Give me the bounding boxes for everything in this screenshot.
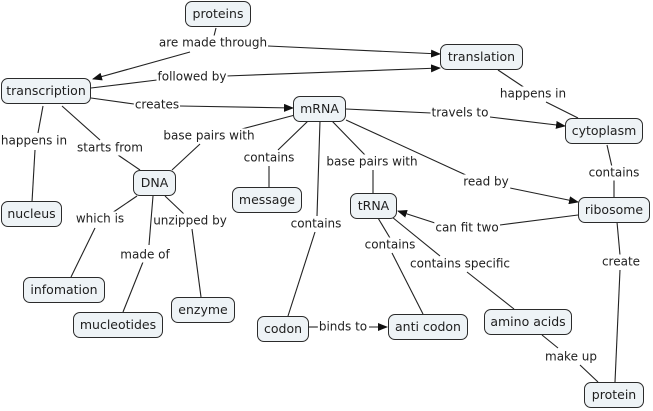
node-enzyme[interactable]: enzyme <box>171 297 235 323</box>
line-amt-transcription <box>92 51 191 81</box>
link-label-contains-ribosome: contains <box>587 165 641 181</box>
node-nucleus[interactable]: nucleus <box>1 201 62 227</box>
link-label-travels-to: travels to <box>430 105 490 121</box>
node-trna[interactable]: tRNA <box>350 193 397 219</box>
line-canfittwo-trna <box>397 209 436 224</box>
link-label-base-pairs-with-dna: base pairs with <box>162 128 256 144</box>
link-label-creates: creates <box>133 97 181 113</box>
line-mrna-contains1 <box>277 120 309 151</box>
line-dna-madeof <box>148 195 154 246</box>
line-transcription-happensin <box>37 105 44 134</box>
line-amt-translation <box>267 45 441 58</box>
line-transcription-creates <box>90 97 135 105</box>
link-label-happens-in-cytoplasm: happens in <box>498 86 568 102</box>
line-dna-whichis <box>111 195 138 214</box>
link-label-create: create <box>600 254 642 270</box>
node-protein[interactable]: protein <box>584 382 644 408</box>
link-label-can-fit-two: can fit two <box>434 220 500 236</box>
line-followedby-translation <box>225 64 441 77</box>
node-transcription[interactable]: transcription <box>1 78 91 104</box>
line-happensin-cytoplasm <box>545 101 579 119</box>
line-mrna-bpw2 <box>331 120 366 156</box>
line-transcription-followedby <box>90 79 158 89</box>
line-madeof-mucleotides <box>122 261 144 313</box>
link-label-happens-in-nucleus: happens in <box>0 133 69 149</box>
link-label-made-of: made of <box>119 247 171 263</box>
link-label-make-up: make up <box>544 349 598 365</box>
line-creates-mrna <box>179 103 294 112</box>
link-label-unzipped-by: unzipped by <box>152 213 228 229</box>
link-label-contains-specific: contains specific <box>409 256 511 272</box>
node-mrna[interactable]: mRNA <box>293 96 346 122</box>
line-travelsto-cytoplasm <box>489 116 566 129</box>
link-label-contains-anticodon: contains <box>363 237 417 253</box>
line-contains3-codon <box>287 231 316 317</box>
line-readby-ribosome <box>509 187 579 205</box>
link-label-contains-message: contains <box>242 150 296 166</box>
line-create-protein <box>614 269 621 383</box>
node-amino-acids[interactable]: amino acids <box>484 309 572 335</box>
line-ribosome-canfittwo <box>499 214 579 226</box>
link-label-read-by: read by <box>462 174 510 190</box>
line-containsspecific-aminoacids <box>466 271 515 310</box>
line-cytoplasm-contains2 <box>606 144 613 168</box>
line-ribosome-create <box>616 221 621 256</box>
node-ribosome[interactable]: ribosome <box>578 197 650 223</box>
line-makeup-protein <box>579 364 599 383</box>
node-cytoplasm[interactable]: cytoplasm <box>565 118 643 144</box>
link-label-contains-codon: contains <box>289 216 343 232</box>
node-mucleotides[interactable]: mucleotides <box>73 312 163 338</box>
node-anti-codon[interactable]: anti codon <box>388 314 468 340</box>
node-codon[interactable]: codon <box>257 316 309 342</box>
node-infomation[interactable]: infomation <box>23 277 105 303</box>
node-dna[interactable]: DNA <box>133 170 176 196</box>
line-mrna-travelsto <box>345 108 432 114</box>
line-mrna-bpw1 <box>237 114 296 131</box>
line-dna-unzippedby <box>164 195 186 216</box>
node-proteins[interactable]: proteins <box>185 1 251 27</box>
line-translation-happensin <box>497 69 526 89</box>
line-aminoacids-makeup <box>541 334 559 349</box>
line-mrna-readby <box>345 119 469 177</box>
node-message[interactable]: message <box>232 187 302 213</box>
link-label-base-pairs-with-trna: base pairs with <box>325 154 419 170</box>
line-whichis-infomation <box>70 227 96 278</box>
link-label-starts-from: starts from <box>76 140 144 156</box>
link-label-binds-to: binds to <box>317 319 369 335</box>
line-unzippedby-enzyme <box>191 228 202 298</box>
line-bpw1-dna <box>171 143 201 171</box>
link-label-are-made-through: are made through <box>157 35 269 51</box>
line-startsfrom-dna <box>117 154 141 171</box>
line-transcription-startsfrom <box>61 105 101 141</box>
line-mrna-contains3 <box>316 120 321 217</box>
line-happensin-nucleus <box>31 149 36 203</box>
line-contains4-anticodon <box>391 252 424 315</box>
link-label-followed-by: followed by <box>156 69 228 85</box>
line-proteins-label <box>213 27 217 37</box>
line-trna-containsspecific <box>391 216 441 257</box>
link-label-which-is: which is <box>74 211 126 227</box>
node-translation[interactable]: translation <box>440 44 523 70</box>
line-trna-contains4 <box>377 217 391 239</box>
